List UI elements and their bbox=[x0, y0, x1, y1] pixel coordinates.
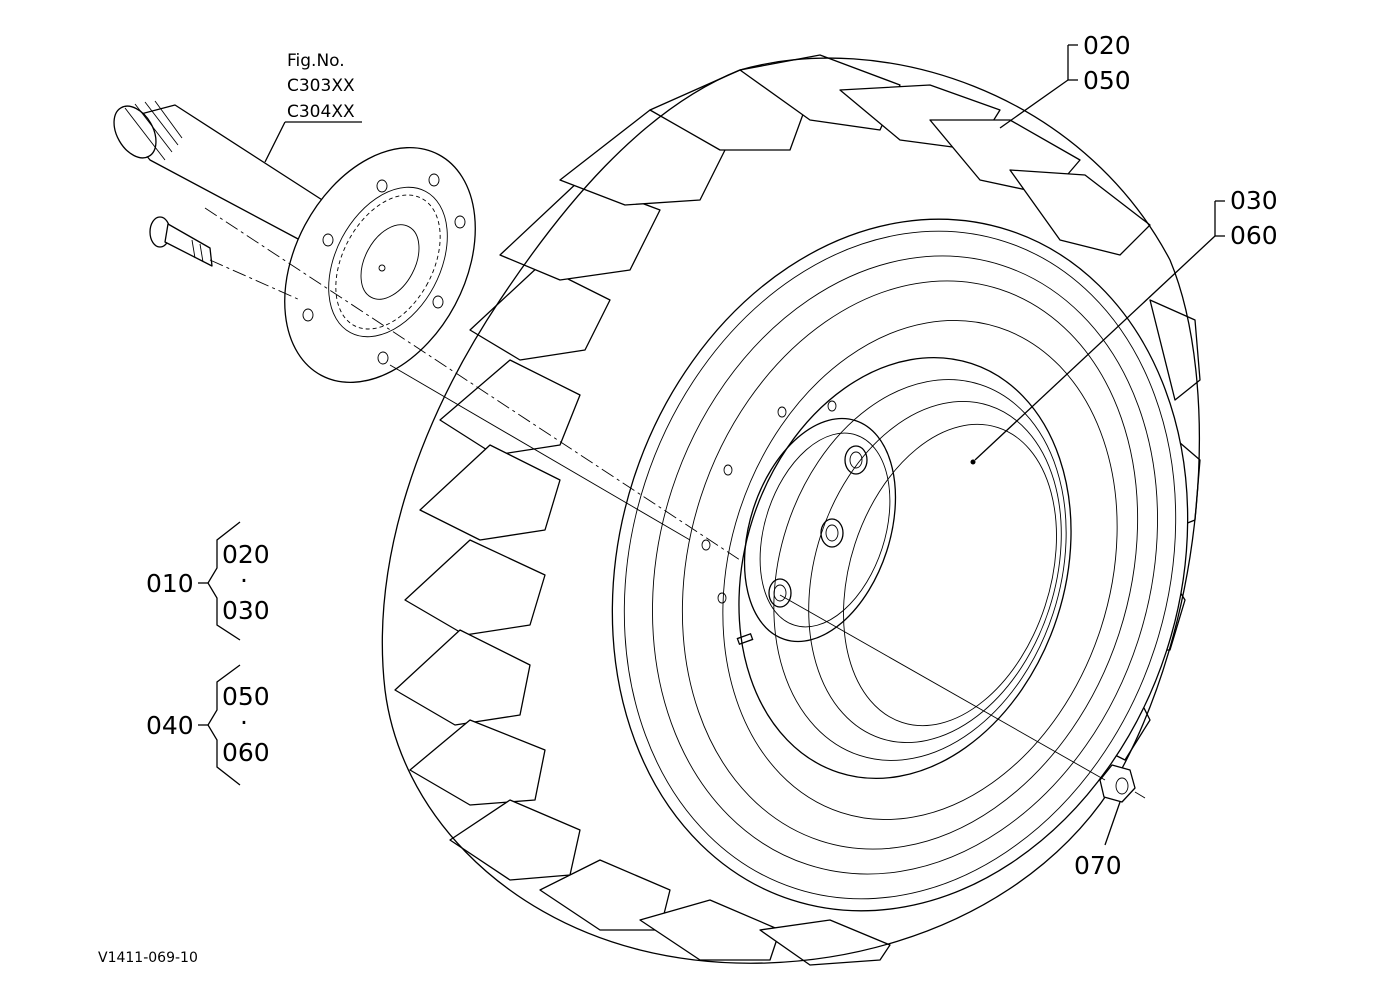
valve-stem bbox=[736, 632, 754, 646]
callout-label: 050 bbox=[1083, 66, 1131, 95]
assembly-braces bbox=[198, 521, 241, 786]
callout-label: 060 bbox=[1230, 221, 1278, 250]
callout-label: 020 bbox=[1083, 31, 1131, 60]
fig-ref: C304XX bbox=[287, 102, 355, 122]
fig-ref: C303XX bbox=[287, 76, 355, 96]
assembly-id: 040 bbox=[146, 711, 194, 740]
axle-shaft bbox=[113, 100, 331, 241]
assembly-part: 020 bbox=[222, 540, 270, 569]
fig-no-label: Fig.No. bbox=[287, 51, 345, 71]
assembly-part: 030 bbox=[222, 596, 270, 625]
drawing-id: V1411-069-10 bbox=[98, 950, 198, 966]
lug-hole bbox=[844, 445, 868, 475]
callout-label: 030 bbox=[1230, 186, 1278, 215]
separator-dot: · bbox=[240, 566, 248, 595]
axle-flange bbox=[284, 146, 476, 384]
lug-hole bbox=[768, 578, 792, 608]
rim bbox=[611, 218, 1189, 912]
tire-outline bbox=[381, 57, 1201, 964]
leader-lines bbox=[264, 44, 1225, 846]
separator-dot: · bbox=[240, 708, 248, 737]
tire-tread-lugs bbox=[394, 54, 1201, 966]
wheel-nut bbox=[1099, 764, 1136, 803]
lug-hole bbox=[820, 518, 844, 548]
callout-label: 070 bbox=[1074, 851, 1122, 880]
assembly-id: 010 bbox=[146, 569, 194, 598]
assembly-part: 060 bbox=[222, 738, 270, 767]
wheel-stud-bolt bbox=[149, 216, 213, 267]
assembly-part: 050 bbox=[222, 682, 270, 711]
